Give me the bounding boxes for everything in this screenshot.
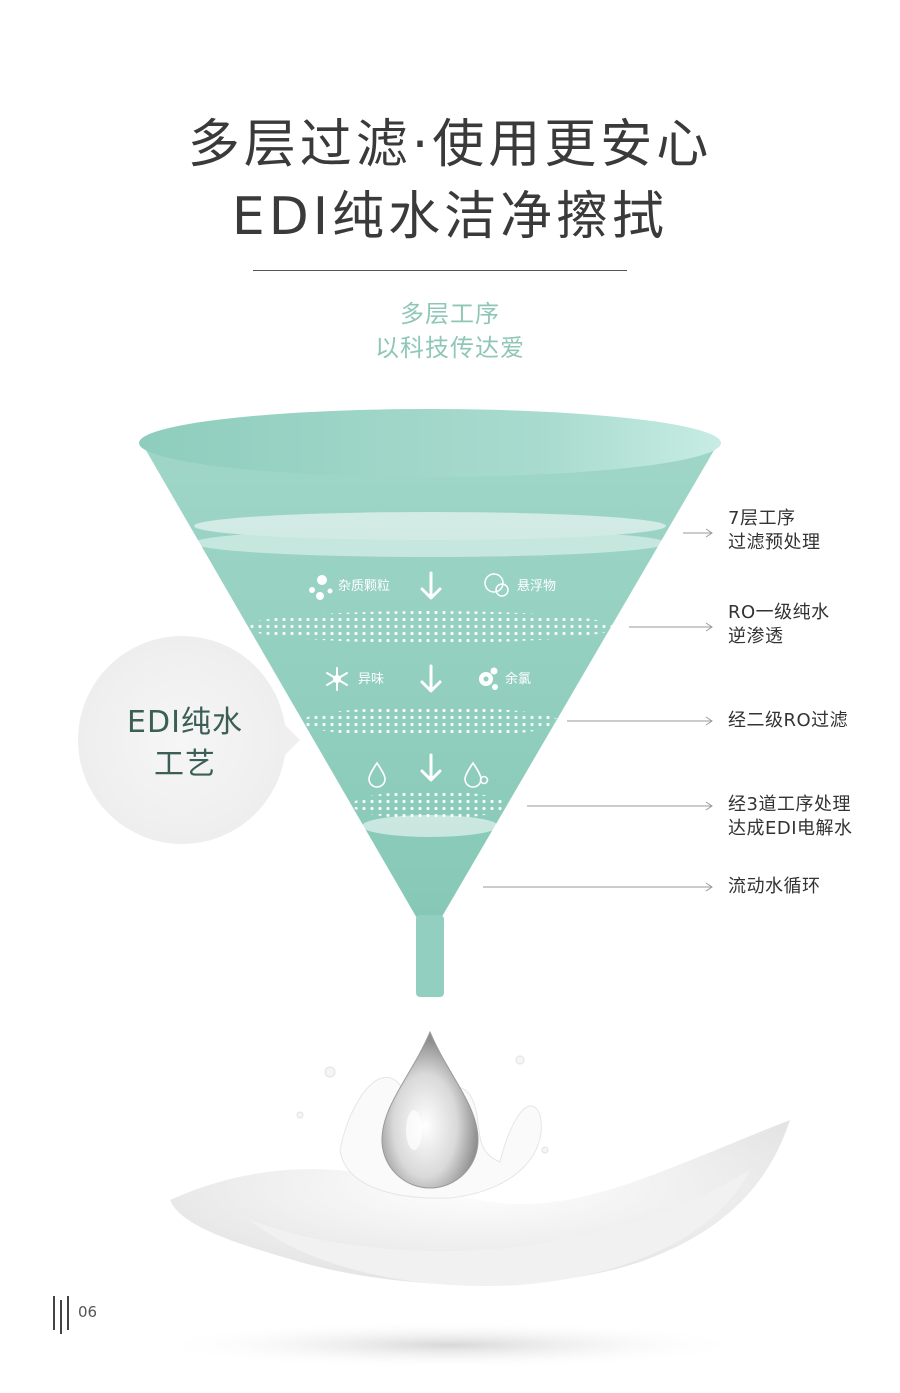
edi-bubble-line2: 工艺: [154, 747, 216, 782]
filter-layer-3: [300, 707, 560, 737]
title-divider: [253, 270, 627, 271]
callout-4-line1: 经3道工序处理: [728, 794, 851, 815]
subtitle-line2: 以科技传达爱: [375, 334, 525, 362]
funnel-rim: [139, 409, 721, 477]
down-arrow-icon: [420, 571, 442, 600]
callout-4-line2: 达成EDI电解水: [728, 818, 853, 839]
callout-3: 经二级RO过滤: [728, 709, 848, 733]
callout-arrow-2: [629, 622, 713, 632]
callout-lines: [483, 528, 713, 892]
callout-arrow-5: [483, 882, 713, 892]
callout-2: RO一级纯水 逆渗透: [728, 601, 830, 649]
callout-1: 7层工序 过滤预处理: [728, 507, 821, 555]
filter-layer-4b: [362, 815, 498, 837]
callout-3-line1: 经二级RO过滤: [728, 710, 849, 731]
callout-arrow-3: [567, 716, 713, 726]
callout-arrow-4: [527, 801, 713, 811]
water-drop-icon: [464, 761, 489, 788]
particles-icon: [309, 575, 333, 600]
filter-layer-4a: [352, 791, 508, 819]
page-number: 06: [78, 1303, 98, 1321]
milk-splash-illustration: [150, 1030, 790, 1369]
gear-icon: [479, 667, 498, 690]
callout-1-line2: 过滤预处理: [728, 532, 821, 553]
main-title-line1: 多层过滤·使用更安心: [187, 115, 713, 175]
filter-layer-2: [244, 611, 616, 643]
label-residual-chlorine: 余氯: [505, 672, 532, 687]
down-arrow-icon: [420, 664, 442, 693]
suspended-matter-icon: [484, 573, 509, 597]
callout-5: 流动水循环: [728, 875, 821, 899]
callout-arrow-1: [683, 528, 713, 538]
edi-bubble: [78, 636, 300, 844]
funnel-spout: [416, 915, 444, 997]
label-impurity-particles: 杂质颗粒: [338, 579, 391, 594]
callout-5-line1: 流动水循环: [728, 876, 821, 897]
subtitle-line1: 多层工序: [400, 300, 500, 328]
edi-bubble-line1: EDI纯水: [127, 705, 243, 740]
callout-4: 经3道工序处理 达成EDI电解水: [728, 793, 853, 841]
filter-layer-1: [194, 512, 666, 557]
label-suspended-matter: 悬浮物: [517, 579, 557, 594]
edi-bubble-text: EDI纯水 工艺: [80, 702, 290, 786]
label-odor: 异味: [358, 672, 385, 687]
snowflake-icon: [326, 667, 348, 691]
water-drop-icon: [368, 761, 386, 788]
main-title-line2: EDI纯水洁净擦拭: [231, 187, 669, 247]
milk-drop-icon: [381, 1030, 479, 1189]
callout-1-line1: 7层工序: [728, 508, 796, 529]
callout-2-line2: 逆渗透: [728, 626, 784, 647]
callout-2-line1: RO一级纯水: [728, 602, 830, 623]
down-arrow-icon: [420, 753, 442, 782]
brand-mark-icon: [53, 1296, 69, 1334]
funnel: [139, 409, 721, 997]
